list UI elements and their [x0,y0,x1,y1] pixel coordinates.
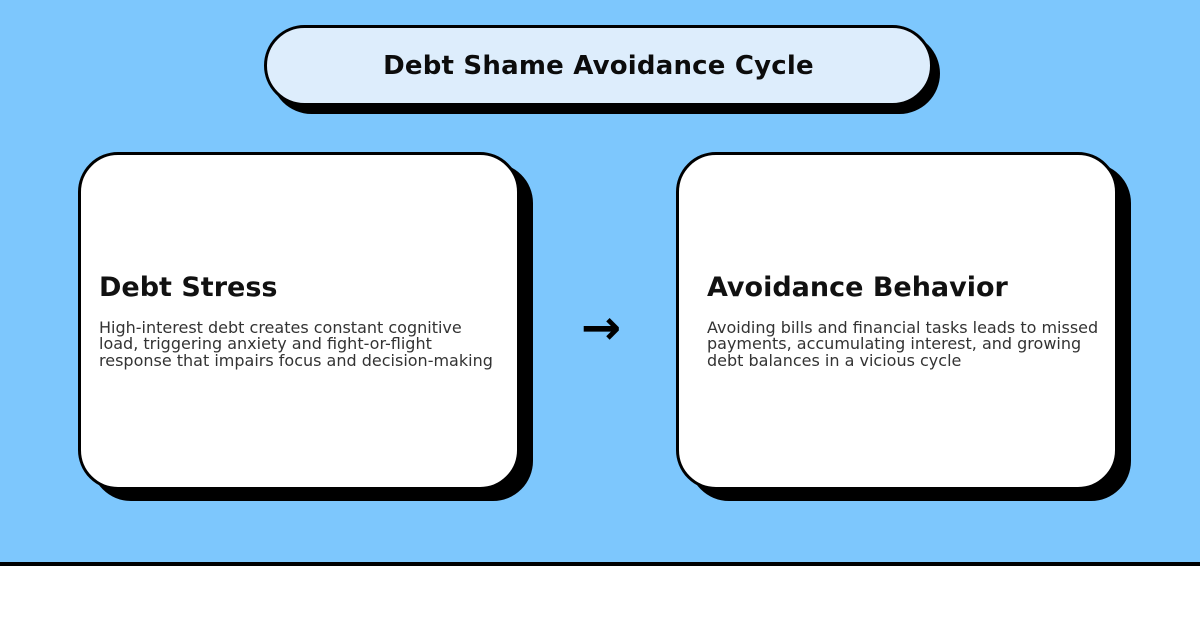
card-heading-avoidance-behavior: Avoidance Behavior [707,272,1008,304]
card-body-avoidance-behavior: Avoiding bills and financial tasks leads… [707,317,1099,370]
card-avoidance-behavior: Avoidance Behavior Avoiding bills and fi… [676,152,1118,490]
card-heading-debt-stress: Debt Stress [99,272,278,304]
card-debt-stress: Debt Stress High-interest debt creates c… [78,152,520,490]
bottom-white-strip [0,566,1200,630]
card-body-debt-stress: High-interest debt creates constant cogn… [99,317,493,370]
diagram-title: Debt Shame Avoidance Cycle [383,50,814,81]
bottom-divider-line [0,562,1200,566]
diagram-title-pill: Debt Shame Avoidance Cycle [264,25,933,106]
right-arrow-icon: → [580,300,622,356]
